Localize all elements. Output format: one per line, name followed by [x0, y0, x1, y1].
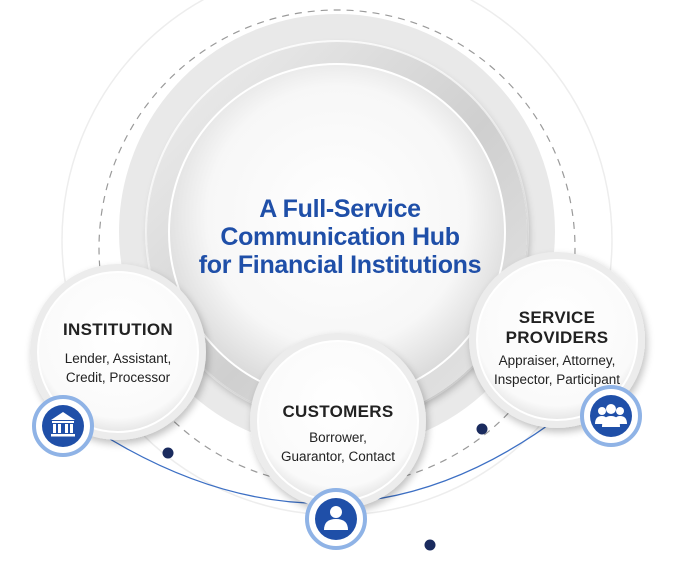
- institution-label: INSTITUTION Lender, Assistant, Credit, P…: [38, 320, 198, 387]
- hub-title-line-2: Communication Hub: [220, 223, 460, 251]
- connector-dot-left: [162, 447, 174, 459]
- institution-roles: Lender, Assistant, Credit, Processor: [38, 349, 198, 387]
- institution-roles-line-1: Lender, Assistant,: [64, 351, 172, 366]
- institution-roles-line-2: Credit, Processor: [65, 370, 171, 385]
- customers-roles: Borrower, Guarantor, Contact: [258, 428, 418, 466]
- hub-title: A Full-Service Communication Hub for Fin…: [190, 195, 490, 279]
- customers-heading: CUSTOMERS: [282, 402, 394, 421]
- service-providers-roles-line-2: Inspector, Participant: [493, 372, 621, 387]
- institution-node: [30, 264, 206, 440]
- person-icon: [305, 488, 367, 550]
- service-providers-heading-line-1: SERVICE: [518, 308, 596, 327]
- service-providers-heading: SERVICE PROVIDERS: [477, 308, 637, 348]
- customers-roles-line-1: Borrower,: [309, 430, 367, 445]
- group-icon: [580, 385, 642, 447]
- institution-heading: INSTITUTION: [62, 320, 173, 339]
- service-providers-label: SERVICE PROVIDERS Appraiser, Attorney, I…: [477, 308, 637, 389]
- customers-label: CUSTOMERS Borrower, Guarantor, Contact: [258, 402, 418, 466]
- customers-roles-line-2: Guarantor, Contact: [280, 449, 396, 464]
- hub-title-line-1: A Full-Service: [259, 195, 421, 223]
- hub-title-line-3: for Financial Institutions: [198, 251, 482, 279]
- dashed-ring: [98, 9, 576, 487]
- hub-circle: [147, 42, 527, 422]
- service-providers-roles: Appraiser, Attorney, Inspector, Particip…: [477, 351, 637, 389]
- connector-dot-bottom: [424, 539, 436, 551]
- service-providers-heading-line-2: PROVIDERS: [505, 328, 609, 347]
- connector-dot-right: [476, 423, 488, 435]
- bank-icon: [32, 395, 94, 457]
- service-providers-roles-line-1: Appraiser, Attorney,: [498, 353, 616, 368]
- service-providers-node: [469, 252, 645, 428]
